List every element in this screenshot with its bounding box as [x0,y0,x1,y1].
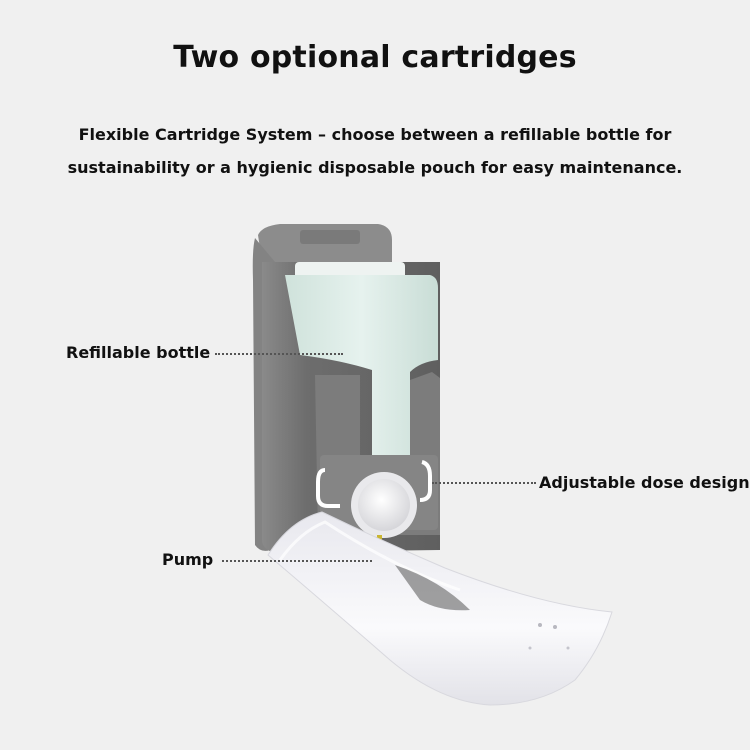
callout-adjustable-dose: Adjustable dose design [539,473,750,492]
refillable-bottle [285,262,438,471]
subtitle-line-1: Flexible Cartridge System – choose betwe… [78,125,672,144]
pump-mechanism [315,372,440,575]
subtitle-line-2: sustainability or a hygienic disposable … [67,158,683,177]
page-subtitle: Flexible Cartridge System – choose betwe… [60,118,690,184]
leader-pump [222,560,372,562]
callout-refillable-bottle: Refillable bottle [66,343,211,362]
callout-pump: Pump [162,550,214,569]
leader-refillable-bottle [215,353,343,355]
leader-adjustable-dose [432,482,536,484]
page-title: Two optional cartridges [173,40,577,75]
